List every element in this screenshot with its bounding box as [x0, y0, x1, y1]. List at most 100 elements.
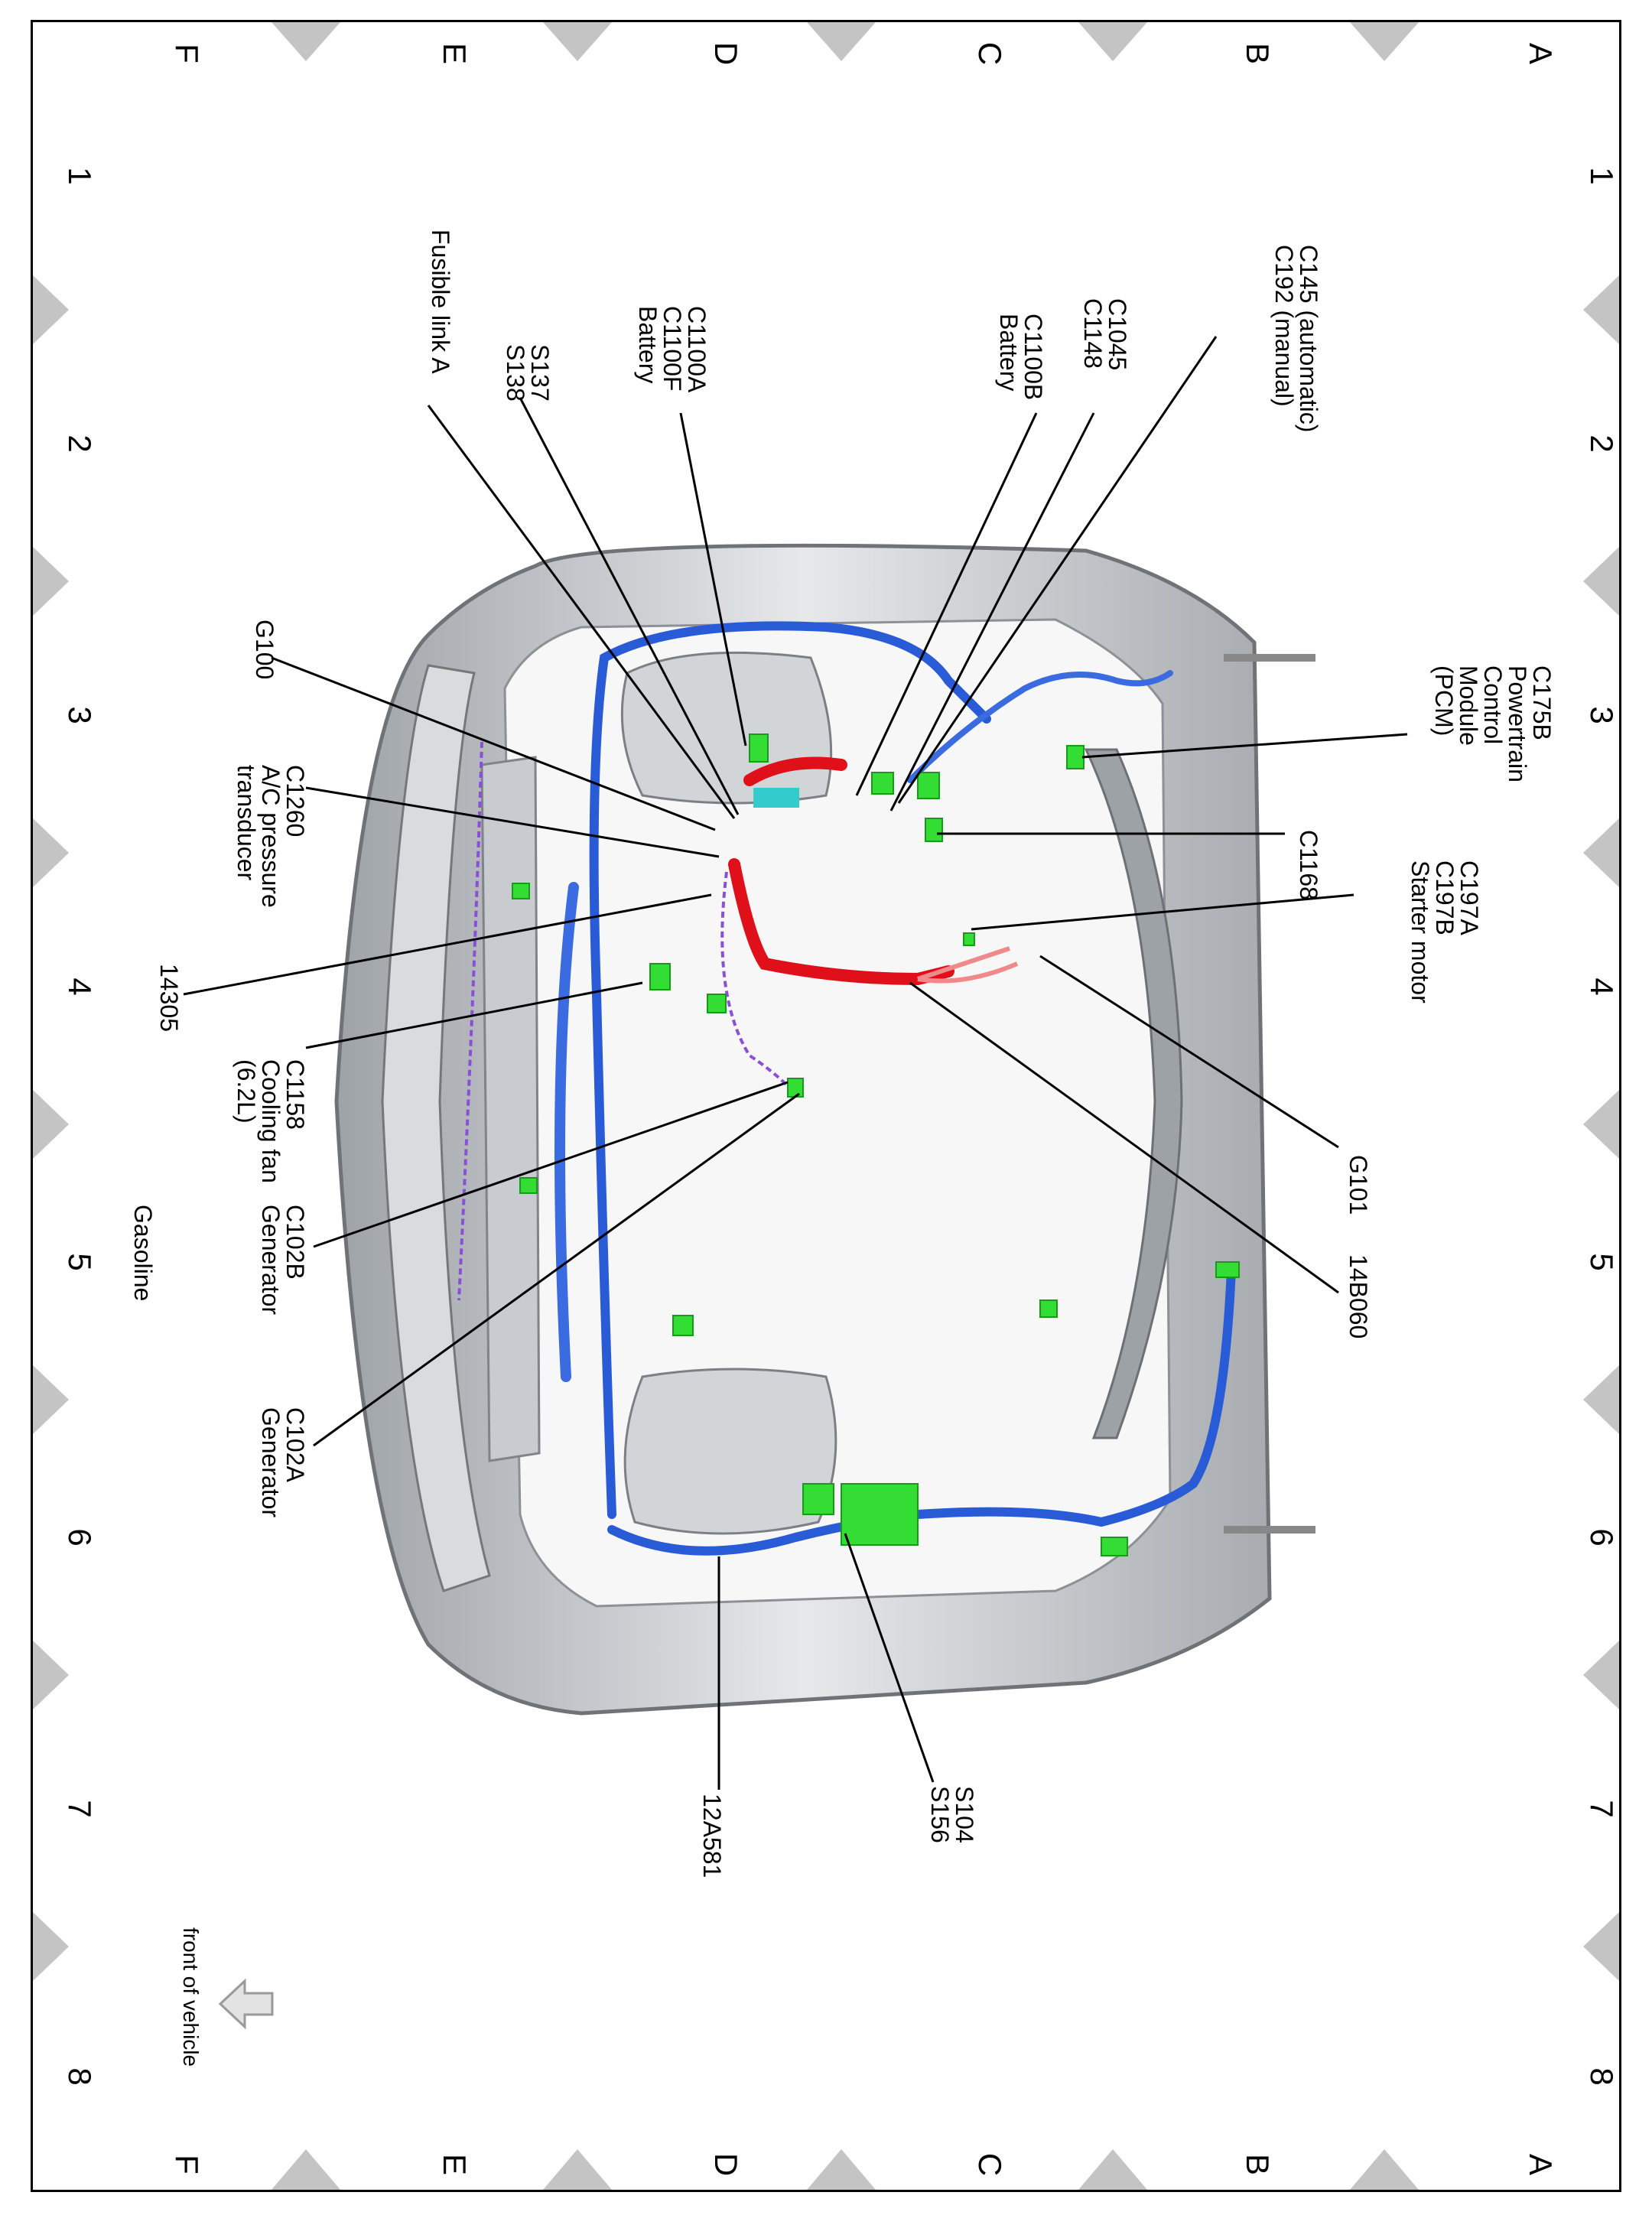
- edge-marker-left: [33, 1912, 69, 1981]
- edge-marker-right: [1583, 1365, 1619, 1434]
- left-wheelhouse: [620, 651, 833, 805]
- grid-col-label-right: 1: [1584, 167, 1620, 184]
- edge-marker-left: [33, 275, 69, 344]
- grid-col-label-left: 8: [62, 2067, 98, 2085]
- callout-line: Fusible link A: [427, 229, 454, 374]
- edge-marker-left: [33, 1365, 69, 1434]
- callout-line: (PCM): [1430, 665, 1458, 736]
- leader-c1100b: [855, 412, 1038, 796]
- callout-line: C145 (automatic): [1295, 245, 1322, 432]
- callout-line: transducer: [233, 765, 260, 881]
- grid-col-label-left: 7: [62, 1800, 98, 1817]
- callout-line: G100: [251, 620, 278, 679]
- callout-n14b060: 14B060: [1345, 1254, 1372, 1338]
- leader-c102b: [313, 1081, 789, 1248]
- callout-c1100b: C1100BBattery: [995, 314, 1047, 400]
- grid-col-label-right: 5: [1584, 1253, 1620, 1270]
- callout-leaders: [183, 336, 1408, 1790]
- edge-marker-top: [1078, 22, 1147, 61]
- leader-s137: [519, 397, 740, 815]
- edge-marker-right: [1583, 1090, 1619, 1159]
- callout-line: S104: [951, 1786, 978, 1843]
- grid-col-label-left: 3: [62, 706, 98, 724]
- edge-marker-right: [1583, 275, 1619, 344]
- diagram-frame: [31, 20, 1621, 2192]
- callout-c197a: C197AC197BStarter motor: [1406, 860, 1483, 1003]
- variant-label: Gasoline: [129, 1205, 157, 1301]
- grid-row-label-bottom: A: [1523, 2154, 1559, 2175]
- callout-line: S138: [502, 344, 529, 402]
- leader-c145: [897, 336, 1218, 804]
- callout-line: C102A: [281, 1407, 309, 1483]
- edge-marker-right: [1583, 547, 1619, 616]
- callout-line: Module: [1455, 665, 1482, 746]
- callout-line: C197A: [1455, 860, 1483, 936]
- callout-c175b: C175BPowertrainControlModule(PCM): [1430, 665, 1556, 782]
- edge-marker-bottom: [1350, 2149, 1419, 2190]
- callout-n14305: 14305: [155, 964, 183, 1032]
- grille: [381, 664, 491, 1592]
- callout-line: Starter motor: [1406, 860, 1434, 1003]
- leader-c1158: [305, 981, 643, 1049]
- callout-line: C192 (manual): [1270, 245, 1298, 407]
- leader-c197a: [971, 893, 1354, 931]
- leader-c175b: [1081, 733, 1408, 759]
- callout-line: C1100A: [683, 306, 711, 393]
- edge-marker-right: [1583, 1912, 1619, 1981]
- grid-col-label-right: 6: [1584, 1528, 1620, 1546]
- grid-row-label-bottom: C: [972, 2153, 1008, 2176]
- cowl: [1084, 748, 1183, 1439]
- grid-col-label-right: 3: [1584, 706, 1620, 724]
- vehicle-front-body: [334, 543, 1315, 1716]
- grid-row-label-top: F: [169, 44, 205, 63]
- callout-c1260: C1260A/C pressuretransducer: [233, 765, 309, 908]
- callout-s104: S104S156: [926, 1786, 978, 1843]
- leader-s104: [844, 1533, 935, 1783]
- leader-g101: [1039, 955, 1339, 1149]
- callout-g100: G100: [251, 620, 278, 679]
- grid-markers: [33, 22, 1619, 2190]
- edge-marker-top: [272, 22, 340, 61]
- callout-line: Battery: [634, 306, 662, 383]
- sense-wire-purple: [457, 741, 789, 1301]
- callout-c1158: C1158Cooling fan(6.2L): [233, 1059, 309, 1183]
- front-of-vehicle-label: front of vehicle: [179, 1927, 203, 2067]
- leader-fusible: [427, 405, 736, 819]
- connectors: [512, 733, 1240, 1556]
- engine-bay: [503, 618, 1172, 1608]
- edge-marker-top: [1350, 22, 1419, 61]
- callout-line: 14B060: [1345, 1254, 1372, 1338]
- harness-pcm-blue: [907, 670, 1173, 783]
- callout-line: C175B: [1528, 665, 1556, 740]
- edge-marker-top: [807, 22, 876, 61]
- callout-c145: C145 (automatic)C192 (manual): [1270, 245, 1322, 432]
- callout-labels: C145 (automatic)C192 (manual)C1045C1148C…: [155, 229, 1556, 1878]
- callout-line: (6.2L): [233, 1059, 260, 1124]
- callout-line: C1168: [1295, 830, 1322, 900]
- leader-c102a: [313, 1092, 800, 1447]
- callout-c102b: C102BGenerator: [257, 1205, 309, 1315]
- starter-cable-pink: [917, 946, 1019, 984]
- callout-line: C1100F: [659, 306, 686, 391]
- edge-marker-left: [33, 547, 69, 616]
- edge-marker-right: [1583, 818, 1619, 887]
- grid-row-label-bottom: B: [1240, 2154, 1276, 2175]
- front-arrow-icon-shape: [218, 1978, 274, 2030]
- callout-line: C1100B: [1019, 314, 1047, 400]
- callout-s137: S137S138: [502, 344, 554, 402]
- callout-line: C1045: [1104, 298, 1131, 370]
- grid-row-label-top: C: [972, 42, 1008, 65]
- callout-line: C1260: [281, 765, 309, 837]
- callout-line: C102B: [281, 1205, 309, 1280]
- callout-line: C1148: [1079, 298, 1107, 369]
- callout-fusible: Fusible link A: [427, 229, 454, 374]
- grid-col-label-right: 7: [1584, 1800, 1620, 1817]
- callout-line: G101: [1345, 1155, 1372, 1215]
- callout-line: Cooling fan: [257, 1059, 285, 1183]
- edge-marker-bottom: [272, 2149, 340, 2190]
- edge-marker-bottom: [807, 2149, 876, 2190]
- grid-col-label-left: 5: [62, 1253, 98, 1270]
- edge-marker-right: [1583, 1641, 1619, 1709]
- grid-col-label-left: 2: [62, 434, 98, 452]
